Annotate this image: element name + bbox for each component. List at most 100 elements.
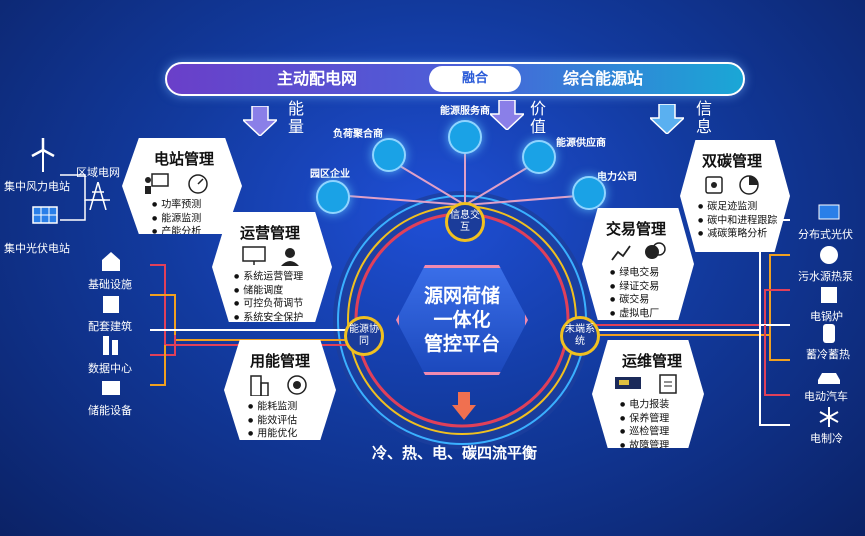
bar-chart-icon bbox=[611, 245, 631, 261]
solar-panel-icon bbox=[32, 206, 58, 224]
energy-use-item: 能耗监测 bbox=[248, 400, 297, 414]
left-item: 储能设备 bbox=[88, 404, 132, 417]
operation-item: 储能调度 bbox=[234, 284, 303, 298]
trade-item: 虚拟电厂 bbox=[610, 307, 659, 321]
maintenance-item: 故障管理 bbox=[620, 439, 669, 448]
right-item: 分布式光伏 bbox=[798, 228, 853, 241]
coins-icon bbox=[645, 242, 666, 259]
right-item: 污水源热泵 bbox=[798, 270, 853, 283]
maintenance-item: 保养管理 bbox=[620, 412, 669, 426]
wind-station-label: 集中风力电站 bbox=[4, 180, 70, 193]
energy-arrow-icon bbox=[243, 106, 277, 136]
right-item: 电锅炉 bbox=[810, 310, 843, 323]
solar-station-label: 集中光伏电站 bbox=[4, 242, 70, 255]
load-aggregator-label: 负荷聚合商 bbox=[333, 129, 383, 140]
carbon-item: 减碳策略分析 bbox=[698, 227, 786, 241]
energy-supplier-label: 能源供应商 bbox=[556, 138, 606, 149]
maintenance-item: 巡检管理 bbox=[620, 425, 669, 439]
top-banner: 主动配电网 融合 综合能源站 bbox=[165, 62, 745, 96]
power-company-label: 电力公司 bbox=[597, 172, 637, 183]
info-exchange-node: 信息交互 bbox=[445, 202, 485, 242]
maintenance-item: 电力报装 bbox=[620, 398, 669, 412]
energy-service-label: 能源服务商 bbox=[440, 106, 490, 117]
right-item: 蓄冷蓄热 bbox=[806, 348, 850, 361]
target-icon bbox=[287, 375, 307, 395]
energy-service-icon bbox=[448, 120, 482, 154]
center-line-3: 管控平台 bbox=[423, 333, 500, 355]
operation-item: 可控负荷调节 bbox=[234, 297, 303, 311]
energy-use-title: 用能管理 bbox=[250, 352, 311, 370]
carbon-title: 双碳管理 bbox=[702, 152, 763, 170]
trade-title: 交易管理 bbox=[606, 220, 667, 238]
four-flow-balance: 冷、热、电、碳四流平衡 bbox=[372, 444, 538, 462]
park-enterprise-label: 园区企业 bbox=[310, 169, 350, 180]
carbon-management-card: 双碳管理 碳足迹监测 碳中和进程跟踪 减碳策略分析 bbox=[680, 140, 790, 252]
maintenance-management-card: 运维管理 电力报装 保养管理 巡检管理 故障管理 bbox=[592, 340, 704, 448]
operation-management-card: 运营管理 系统运营管理 储能调度 可控负荷调节 系统安全保护 bbox=[212, 212, 332, 322]
carbon-item: 碳足迹监测 bbox=[698, 200, 786, 214]
left-item: 配套建筑 bbox=[88, 320, 132, 333]
presentation-icon bbox=[145, 173, 169, 194]
info-arrow-icon bbox=[650, 104, 684, 134]
trade-management-card: 交易管理 绿电交易 绿证交易 碳交易 虚拟电厂 bbox=[582, 208, 694, 320]
down-arrow-icon bbox=[452, 392, 476, 420]
park-enterprise-icon bbox=[316, 180, 350, 214]
energy-use-item: 用能优化 bbox=[248, 427, 297, 440]
energy-flow-label: 能量 bbox=[285, 100, 304, 136]
boiler-icon bbox=[821, 287, 837, 303]
left-item: 数据中心 bbox=[88, 362, 132, 375]
building-icon bbox=[103, 296, 119, 313]
station-title: 电站管理 bbox=[154, 150, 215, 168]
pie-icon bbox=[739, 175, 759, 195]
snowflake-icon bbox=[819, 407, 839, 427]
device-icon bbox=[615, 377, 641, 389]
clipboard-icon bbox=[659, 374, 677, 394]
regional-grid-label: 区域电网 bbox=[76, 166, 120, 179]
station-item: 能源监测 bbox=[152, 212, 201, 226]
station-management-card: 电站管理 功率预测 能源监测 产能分析 bbox=[122, 138, 242, 234]
center-line-1: 源网荷储 bbox=[423, 285, 500, 307]
car-icon bbox=[818, 373, 840, 384]
right-item: 电动汽车 bbox=[804, 390, 848, 403]
power-company-icon bbox=[572, 176, 606, 210]
value-arrow-icon bbox=[490, 100, 524, 130]
trade-item: 绿电交易 bbox=[610, 266, 659, 280]
trade-item: 绿证交易 bbox=[610, 280, 659, 294]
maintenance-title: 运维管理 bbox=[622, 352, 683, 370]
trade-item: 碳交易 bbox=[610, 293, 659, 307]
monitor-icon bbox=[242, 246, 266, 265]
operation-item: 系统安全保护 bbox=[234, 311, 303, 322]
info-flow-label: 信息 bbox=[693, 100, 712, 136]
energy-supplier-icon bbox=[522, 140, 556, 174]
left-item: 基础设施 bbox=[88, 278, 132, 291]
server-icon bbox=[103, 336, 118, 355]
operation-title: 运营管理 bbox=[240, 224, 301, 242]
active-distribution-label: 主动配电网 bbox=[276, 69, 357, 88]
load-aggregator-icon bbox=[372, 138, 406, 172]
wind-turbine-icon bbox=[31, 138, 55, 172]
operation-item: 系统运营管理 bbox=[234, 270, 303, 284]
gauge-icon bbox=[188, 174, 208, 194]
energy-use-card: 用能管理 能耗监测 能效评估 用能优化 bbox=[224, 340, 336, 440]
infrastructure-icon bbox=[102, 252, 120, 271]
station-item: 产能分析 bbox=[152, 225, 201, 235]
battery-icon bbox=[102, 381, 120, 395]
central-platform: 源网荷储 一体化 管控平台 bbox=[396, 265, 528, 375]
right-item: 电制冷 bbox=[810, 432, 843, 445]
carbon-item: 碳中和进程跟踪 bbox=[698, 214, 786, 228]
integrated-station-label: 综合能源站 bbox=[562, 69, 643, 88]
cloud-icon bbox=[705, 176, 723, 194]
engineer-icon bbox=[281, 248, 299, 266]
terminal-system-node: 末端系统 bbox=[560, 316, 600, 356]
value-flow-label: 价值 bbox=[527, 100, 546, 136]
solar-panel-icon bbox=[818, 204, 840, 220]
building-icon bbox=[250, 375, 269, 396]
energy-coordination-node: 能源协同 bbox=[344, 316, 384, 356]
station-item: 功率预测 bbox=[152, 198, 201, 212]
center-line-2: 一体化 bbox=[433, 309, 491, 331]
storage-tank-icon bbox=[823, 324, 835, 343]
fusion-badge: 融合 bbox=[429, 66, 521, 92]
power-tower-icon bbox=[89, 182, 107, 210]
heat-pump-icon bbox=[820, 246, 838, 264]
energy-use-item: 能效评估 bbox=[248, 414, 297, 428]
